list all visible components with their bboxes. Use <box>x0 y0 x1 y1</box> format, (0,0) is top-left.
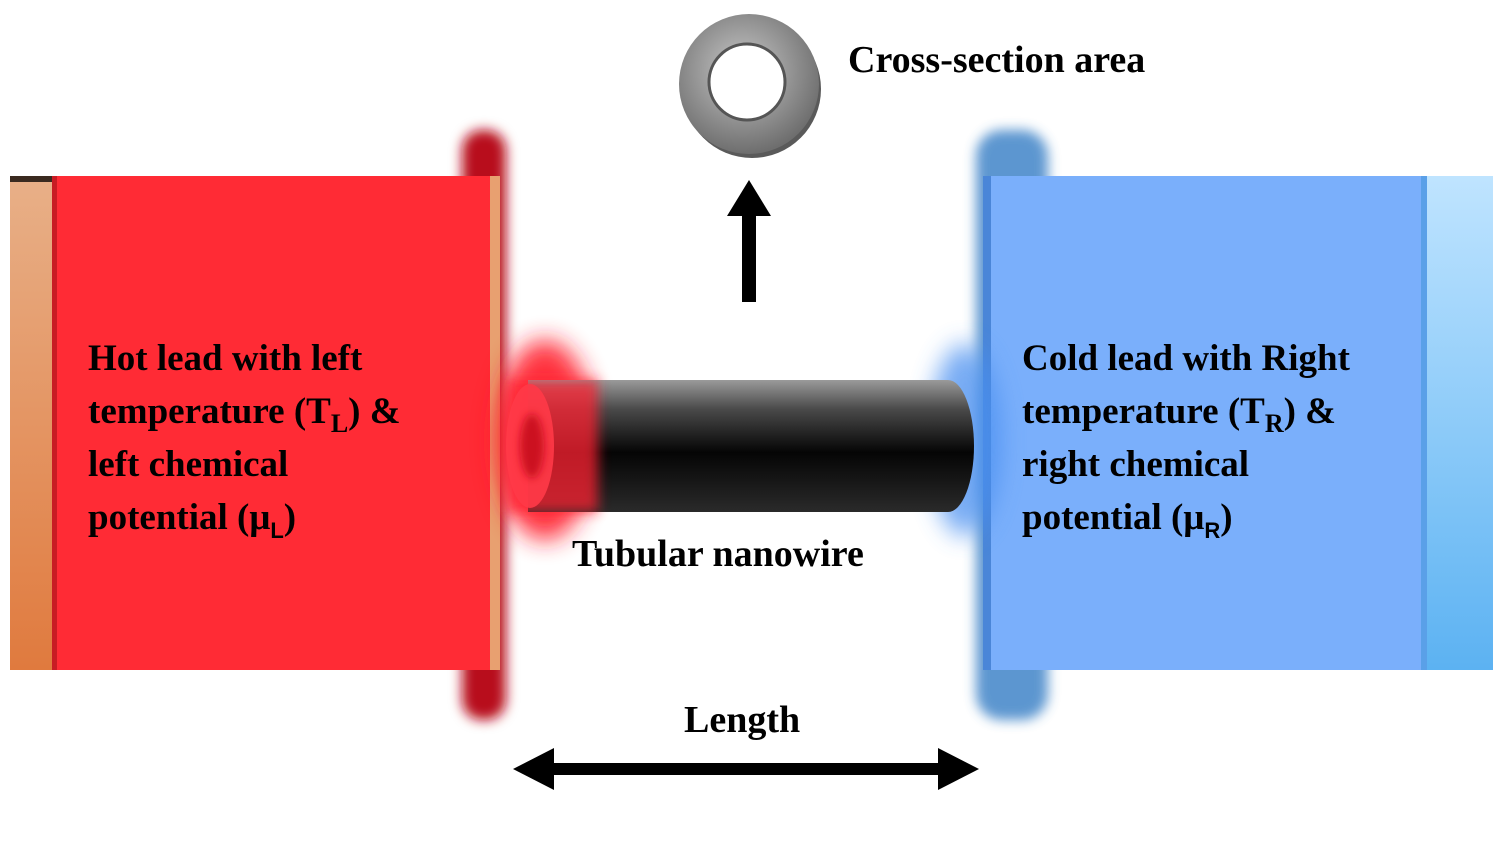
up-arrow <box>727 180 771 302</box>
hot-temp-subscript: L <box>330 409 349 438</box>
cold-lead-label: Cold lead with Right temperature (TR) & … <box>1022 332 1350 544</box>
length-label: Length <box>684 699 801 741</box>
hot-temp-suffix: ) & <box>348 391 401 432</box>
cold-lead-line-3: right chemical <box>1022 444 1250 485</box>
hot-temp-text: temperature (T <box>88 391 331 432</box>
hot-lead-block <box>10 176 500 670</box>
hot-potential-subscript: L <box>270 518 284 543</box>
cold-lead-line-2: temperature (TR) & <box>1022 385 1350 438</box>
cold-temp-subscript: R <box>1264 409 1284 438</box>
hot-potential-text: potential (μ <box>88 497 271 538</box>
cold-lead-line-1: Cold lead with Right <box>1022 338 1350 379</box>
cross-section-ring <box>679 14 821 158</box>
tubular-nanowire <box>506 380 974 512</box>
hot-potential-suffix: ) <box>283 497 297 538</box>
hot-lead-line-4: potential (μL) <box>88 491 401 544</box>
hot-lead-line-1: Hot lead with left <box>88 338 363 379</box>
cold-lead-line-4: potential (μR) <box>1022 491 1350 544</box>
cold-temp-text: temperature (T <box>1022 391 1265 432</box>
hot-lead-line-3: left chemical <box>88 444 289 485</box>
cold-potential-subscript: R <box>1204 518 1221 543</box>
hot-lead-label: Hot lead with left temperature (TL) & le… <box>88 332 401 544</box>
hot-lead-line-2: temperature (TL) & <box>88 385 401 438</box>
length-double-arrow <box>513 748 979 790</box>
nanowire-label: Tubular nanowire <box>572 533 864 575</box>
cross-section-label: Cross-section area <box>848 39 1146 81</box>
cold-potential-text: potential (μ <box>1022 497 1205 538</box>
cold-potential-suffix: ) <box>1220 497 1233 538</box>
cold-temp-suffix: ) & <box>1283 391 1336 432</box>
